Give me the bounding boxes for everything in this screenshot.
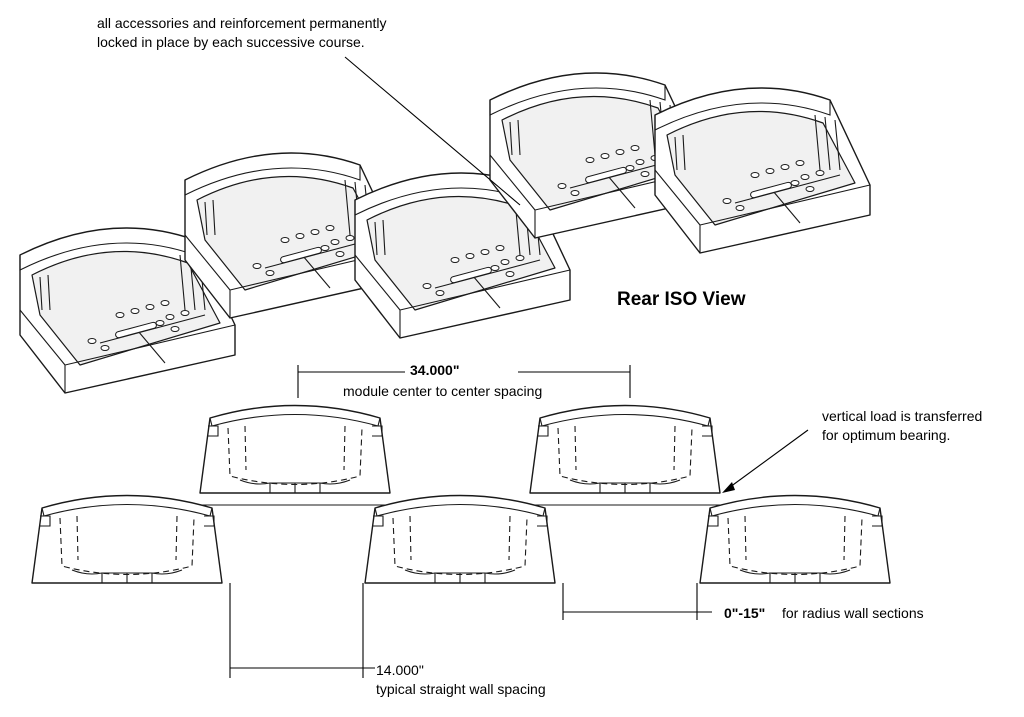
dim-center-spacing: [297, 365, 631, 398]
iso-block-5: [654, 87, 871, 254]
straight-spacing-caption: typical straight wall spacing: [376, 681, 546, 697]
vertical-load-note-line-2: for optimum bearing.: [822, 427, 951, 443]
elev-block-bottom-2: [364, 494, 556, 584]
vertical-load-note-line-1: vertical load is transferred: [822, 408, 983, 424]
elev-block-top-2: [529, 404, 721, 494]
elev-block-bottom-1: [31, 494, 223, 584]
vertical-load-arrow: [722, 482, 735, 493]
accessories-leader: [344, 56, 521, 206]
straight-spacing-value: 14.000": [376, 662, 424, 678]
accessories-note-line-1: all accessories and reinforcement perman…: [97, 15, 387, 31]
radius-caption: for radius wall sections: [782, 605, 924, 621]
iso-view: [19, 72, 871, 394]
elev-block-bottom-3: [699, 494, 891, 584]
elev-block-top-1: [199, 404, 391, 494]
dim-radius: [562, 583, 712, 620]
accessories-note-line-2: locked in place by each successive cours…: [97, 34, 365, 50]
radius-value: 0"-15": [724, 605, 766, 621]
center-spacing-caption: module center to center spacing: [343, 383, 543, 399]
vertical-load-leader: [725, 429, 809, 491]
elevation-view: [31, 404, 891, 584]
view-title: Rear ISO View: [617, 289, 746, 310]
center-spacing-value: 34.000": [410, 362, 460, 378]
dim-straight-spacing: [229, 583, 375, 678]
